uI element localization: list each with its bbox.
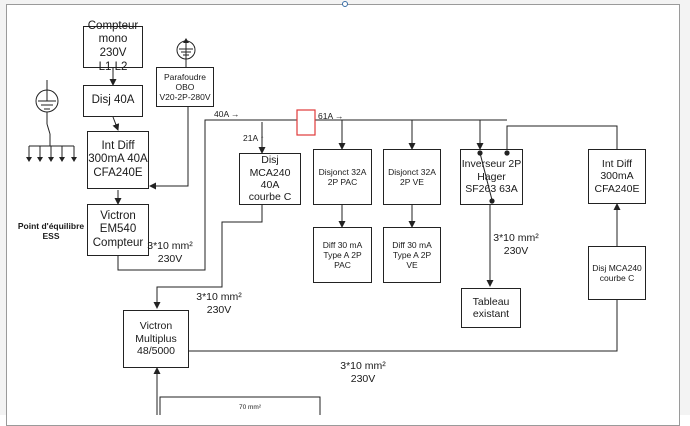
- inverseur-contact-right: [504, 150, 510, 156]
- int-diff-right-label: Int Diff 300mA CFA240E: [594, 157, 640, 195]
- parafoudre-box[interactable]: Parafoudre OBO V20-2P-280V: [156, 67, 214, 107]
- disj40-label: Disj 40A: [91, 94, 135, 107]
- diff-pac-label: Diff 30 mA Type A 2P PAC: [322, 239, 363, 270]
- disj-mca240-box[interactable]: Disj MCA240 40A courbe C: [239, 153, 301, 205]
- cable-70-label: 70 mm²: [238, 404, 262, 411]
- int-diff-left-label: Int Diff 300mA 40A CFA240E: [88, 139, 148, 179]
- tableau-label: Tableau existant: [472, 295, 510, 320]
- disj-mca240-right-box[interactable]: Disj MCA240 courbe C: [588, 246, 646, 300]
- current-21a-label: 21A ↑: [243, 133, 265, 143]
- int-diff-right-box[interactable]: Int Diff 300mA CFA240E: [588, 149, 646, 204]
- inverseur-box[interactable]: Inverseur 2P Hager SF263 63A: [460, 149, 523, 205]
- diff-ve-box[interactable]: Diff 30 mA Type A 2P VE: [383, 227, 441, 283]
- victron-em540-label: Victron EM540 Compteur: [92, 209, 144, 249]
- inverseur-label: Inverseur 2P Hager SF263 63A: [461, 158, 522, 196]
- ground-symbol-icon: [28, 80, 75, 161]
- wiring-layer: [26, 1, 621, 415]
- disjonct-pac-label: Disjonct 32A 2P PAC: [318, 166, 367, 187]
- compteur-box[interactable]: Compteur mono 230V L1,L2: [83, 20, 143, 73]
- surge-ground-icon: [176, 40, 196, 61]
- inverseur-contact-bottom: [489, 198, 495, 204]
- wire-inverseur-intdiff-right: [506, 125, 618, 149]
- wire-em540-main: [117, 119, 297, 271]
- junction-highlight[interactable]: [296, 109, 316, 136]
- victron-multiplus-label: Victron Multiplus 48/5000: [135, 320, 177, 358]
- disjonct-ve-box[interactable]: Disjonct 32A 2P VE: [383, 149, 441, 205]
- compteur-label: Compteur mono 230V L1,L2: [87, 19, 139, 73]
- disjonct-pac-box[interactable]: Disjonct 32A 2P PAC: [313, 149, 372, 205]
- int-diff-left-box[interactable]: Int Diff 300mA 40A CFA240E: [87, 131, 149, 189]
- wire-mca240-multiplus: [153, 204, 263, 309]
- diff-pac-box[interactable]: Diff 30 mA Type A 2P PAC: [313, 227, 372, 283]
- wire-70mm-frame: [159, 396, 321, 415]
- inverseur-contact-top: [477, 150, 483, 156]
- wire-disj-intdiff: [112, 116, 120, 131]
- current-40a-label: 40A →: [214, 109, 240, 119]
- disj-mca240-label: Disj MCA240 40A courbe C: [248, 154, 292, 204]
- wire-parafoudre-em540: [149, 106, 189, 190]
- cable-tableau-label: 3*10 mm² 230V: [493, 232, 539, 257]
- diff-ve-label: Diff 30 mA Type A 2P VE: [392, 239, 432, 270]
- cable-multiplus-label: 3*10 mm² 230V: [196, 291, 242, 316]
- disj40-box[interactable]: Disj 40A: [83, 85, 143, 117]
- victron-em540-box[interactable]: Victron EM540 Compteur: [87, 204, 149, 256]
- cable-bottom-label: 3*10 mm² 230V: [340, 360, 386, 385]
- parafoudre-label: Parafoudre OBO V20-2P-280V: [159, 71, 211, 102]
- cable-em540-label: 3*10 mm² 230V: [147, 240, 193, 265]
- disj-mca240-right-label: Disj MCA240 courbe C: [592, 262, 642, 283]
- victron-multiplus-box[interactable]: Victron Multiplus 48/5000: [123, 310, 189, 368]
- tableau-box[interactable]: Tableau existant: [461, 288, 521, 328]
- disjonct-ve-label: Disjonct 32A 2P VE: [388, 166, 436, 187]
- equilibre-label: Point d'équilibre ESS: [17, 221, 85, 242]
- wire-multiplus-right: [189, 300, 618, 352]
- current-61a-label: 61A →: [318, 111, 344, 121]
- inverseur-switch-lever: [479, 152, 493, 201]
- selection-handle[interactable]: [342, 1, 348, 7]
